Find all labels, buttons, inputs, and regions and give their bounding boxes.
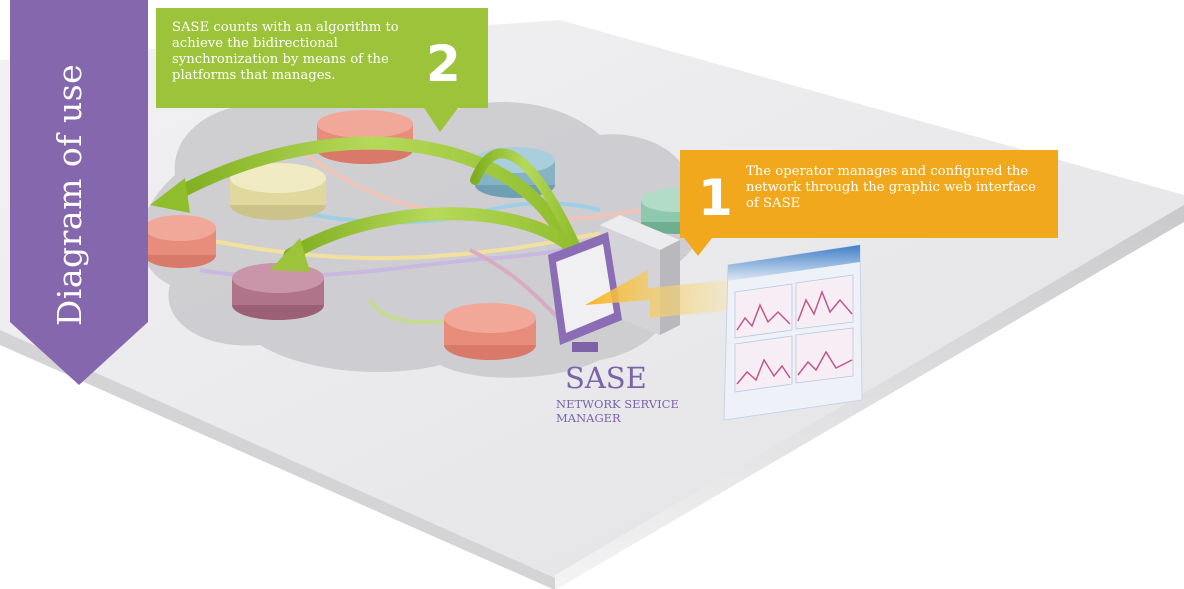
router-icon [444,303,536,360]
platform-left-edge [0,330,555,589]
router-icon [232,263,324,320]
sase-title: SASE [565,361,647,395]
callout-step-2: SASE counts with an algorithm to achieve… [156,8,488,136]
router-icon [144,215,216,268]
sase-subtitle: NETWORK SERVICE MANAGER [556,397,679,425]
side-tab-title: Diagram of use [50,63,89,327]
side-tab-shape [10,0,148,385]
side-tab: Diagram of use [10,0,148,385]
callout-2-number: 2 [426,35,461,93]
callout-1-shape [680,150,1058,256]
callout-2-text: SASE counts with an algorithm to achieve… [172,20,399,83]
operator-arrow [585,270,735,318]
callout-1-text: The operator manages and configured the … [746,164,1036,211]
web-interface-screenshot [723,244,863,421]
sync-arrow [150,178,190,213]
router-icon [230,163,326,220]
sync-arrow [168,136,587,262]
platform-edge [555,205,1184,589]
callout-2-shape [156,8,488,132]
callout-1-number: 1 [698,169,733,227]
callout-step-1: 1 The operator manages and configured th… [680,150,1058,258]
sync-arrow [270,238,310,272]
